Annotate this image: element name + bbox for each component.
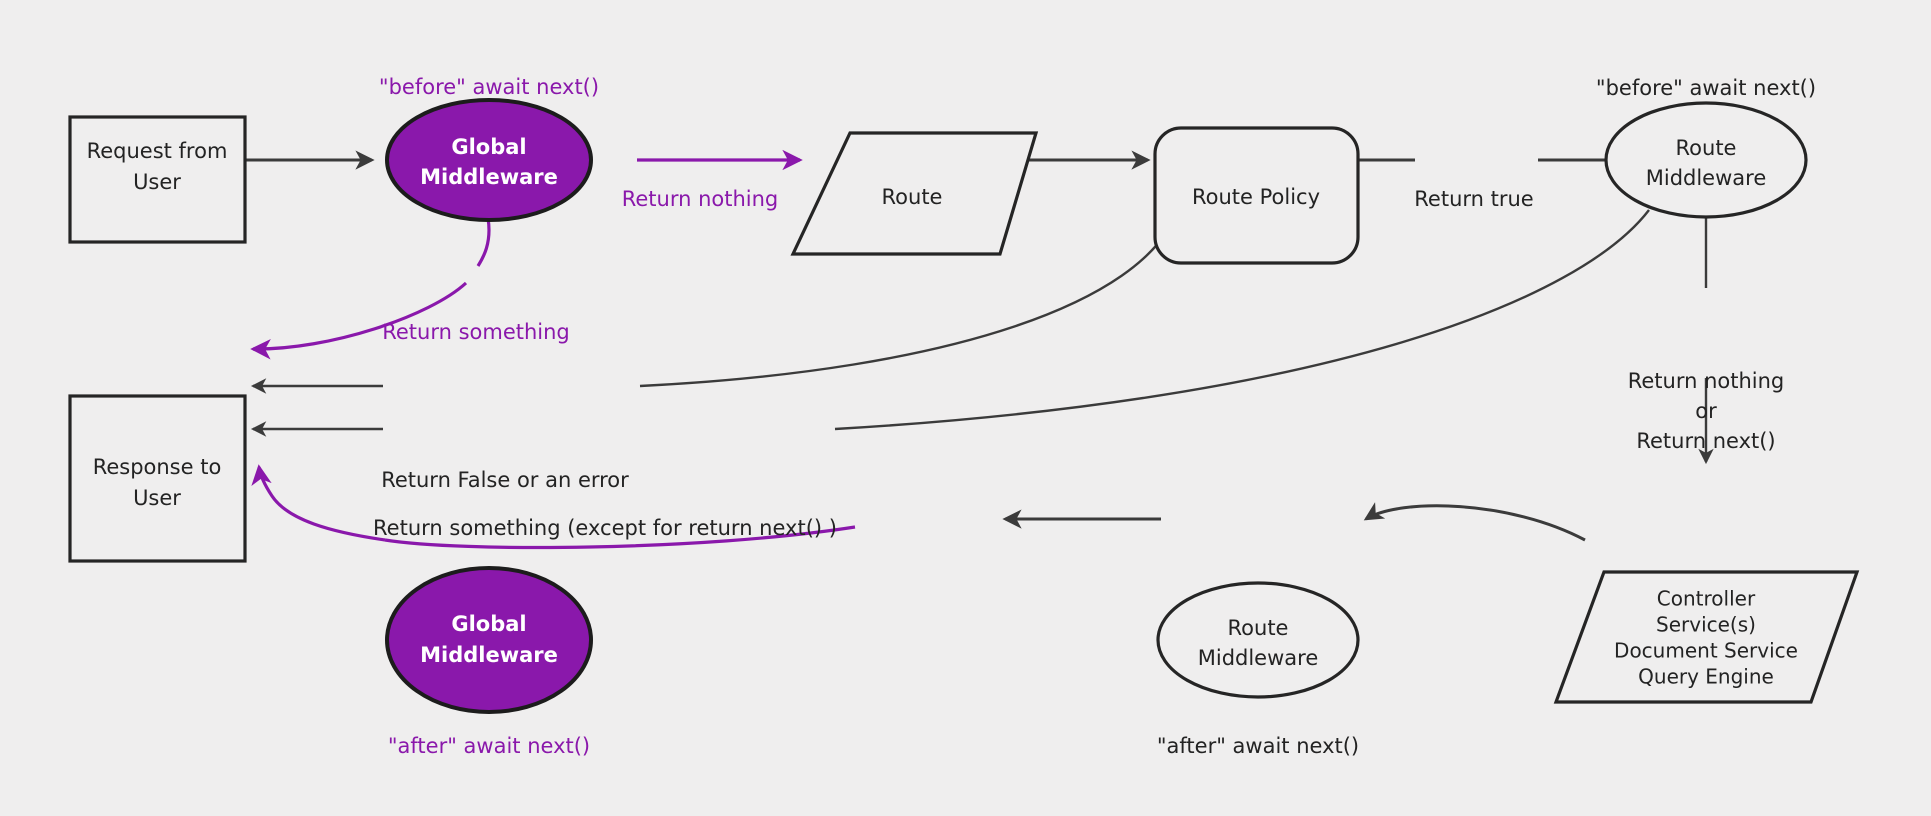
node-controller-services-label-line3: Document Service [1614,639,1798,663]
node-route-label: Route [882,185,943,209]
node-request-from-user-label-line1: Request from [87,139,228,163]
edge-label-return-something-except: Return something (except for return next… [373,516,837,540]
node-controller-services-label-line1: Controller [1657,587,1756,611]
node-response-to-user-label-line2: User [133,486,181,510]
node-route-policy[interactable]: Route Policy [1153,126,1360,265]
node-global-middleware-bottom-label-line1: Global [451,612,526,636]
annotation-before-await-next-right: "before" await next() [1596,76,1816,100]
edge-global-middleware-return-something [476,217,491,267]
node-controller-services-label-line4: Query Engine [1638,665,1774,689]
edge-label-return-nothing-or-next-line2: or [1695,399,1717,423]
edge-global-middleware-bottom-to-response [384,525,856,550]
edge-label-return-nothing-or-next-line1: Return nothing [1628,369,1785,393]
node-response-to-user[interactable]: Response to User [68,394,247,563]
node-route-middleware-bottom-label-line1: Route [1228,616,1289,640]
node-route-middleware-top-label-line2: Middleware [1646,166,1767,190]
edge-controller-to-route-middleware-bottom [1363,502,1586,542]
node-route-middleware-bottom[interactable]: Route Middleware [1156,581,1360,699]
node-request-from-user-label-line2: User [133,170,181,194]
edge-label-return-something: Return something [382,320,570,344]
node-route-middleware-bottom-label-line2: Middleware [1198,646,1319,670]
node-controller-services[interactable]: Controller Service(s) Document Service Q… [1553,570,1860,704]
edge-route-middleware-return-something-except [834,209,1650,431]
edge-label-return-nothing: Return nothing [622,187,779,211]
node-global-middleware-top-label-line2: Middleware [420,165,558,189]
node-response-to-user-label-line1: Response to [93,455,222,479]
node-route-middleware-top-label-line1: Route [1676,136,1737,160]
edge-label-return-nothing-or-next-line3: Return next() [1636,429,1775,453]
node-global-middleware-bottom-label-line2: Middleware [420,643,558,667]
annotation-after-await-next-right: "after" await next() [1157,734,1359,758]
node-global-middleware-top[interactable]: Global Middleware [385,98,593,222]
edge-label-return-false-or-error: Return False or an error [381,468,629,492]
annotation-before-await-next-left: "before" await next() [379,75,599,99]
node-route-policy-label: Route Policy [1192,185,1320,209]
edge-global-middleware-return-something-tail [250,281,468,360]
node-route[interactable]: Route [790,131,1039,256]
annotation-after-await-next-left: "after" await next() [388,734,590,758]
node-global-middleware-bottom[interactable]: Global Middleware [385,566,593,714]
edge-global-middleware-bottom-to-response-arrow [251,464,386,542]
node-route-middleware-top[interactable]: Route Middleware [1604,101,1808,219]
node-controller-services-label-line2: Service(s) [1656,613,1756,637]
node-request-from-user[interactable]: Request from User [68,115,247,244]
edge-route-policy-return-false [639,215,1177,388]
node-global-middleware-top-label-line1: Global [451,135,526,159]
edge-label-return-true: Return true [1414,187,1533,211]
